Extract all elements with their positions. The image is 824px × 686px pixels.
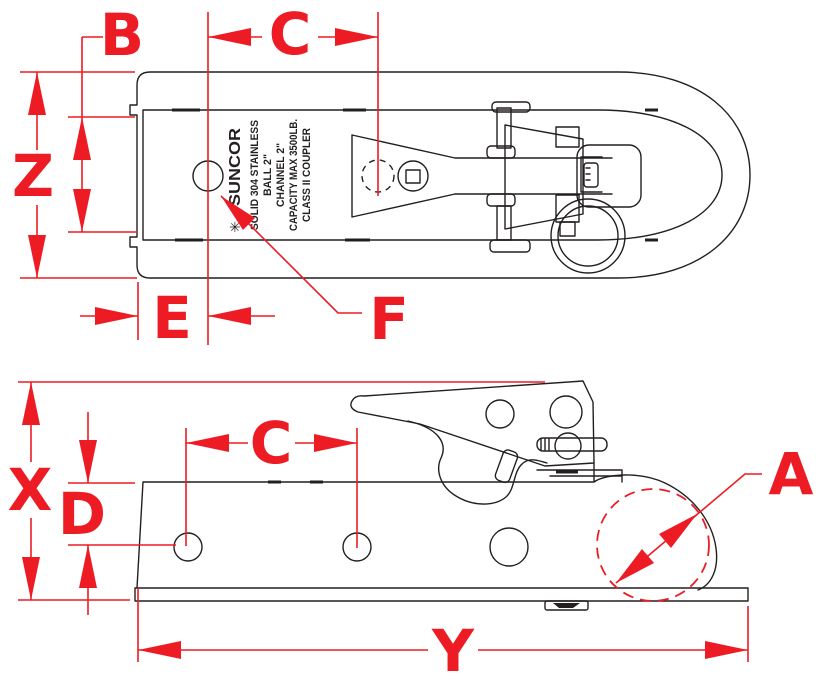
engraving-line-3: CHANNEL 2" [275,143,287,207]
side-view-hole-3 [489,527,529,567]
side-view-plate-tab-detail [553,603,580,608]
arrowhead [138,641,181,659]
arrowhead [335,28,378,46]
dimension-c-side: C [185,409,358,548]
side-view-handle-hole-3 [554,432,582,460]
dim-label-c-top: C [269,0,312,68]
arrowhead [186,434,229,452]
arrowhead [616,549,654,583]
suncor-star-logo: ✳ [227,221,243,233]
arrowhead [73,117,91,160]
arrowhead [208,28,251,46]
top-view-clamp-body [504,124,584,230]
side-view-channel [136,481,594,589]
dim-label-a: A [769,440,814,508]
dim-label-x: X [8,456,53,524]
top-view-latch-slot [583,162,599,188]
arrowhead [22,382,40,425]
engraved-text: ✳ SUNCOR SOLID 304 STAINLESS BALL 2" CHA… [227,119,313,233]
arrowhead [659,514,697,548]
dim-label-c-side: C [250,409,293,477]
arrowhead [28,235,46,278]
dimension-c-top: C [207,0,379,345]
dimension-z: Z [12,71,137,279]
top-view-latch-bracket [580,156,603,193]
arrowhead [28,72,46,115]
top-view-drawing: ✳ SUNCOR SOLID 304 STAINLESS BALL 2" CHA… [129,71,751,279]
side-view-safety-pin [494,449,519,484]
top-view-latch-ticks [585,167,591,181]
side-view-trigger [407,420,548,505]
top-view-latch-pin [555,126,580,237]
dimension-e: E [80,282,275,352]
top-view-hatch-marks [172,108,658,242]
engraving-line-1: SOLID 304 STAINLESS [249,120,261,230]
top-view-inner-lines [142,109,723,241]
top-view-pull-ring [550,198,626,274]
brand-name: SUNCOR [227,128,244,206]
dim-label-f: F [369,285,409,353]
side-view-base-plate [134,587,749,602]
arrowhead [79,545,97,588]
side-view-handle-hole-1 [485,399,515,429]
arrowhead [705,641,748,659]
dimension-x: X [8,381,545,601]
top-view-latch-plate [576,144,642,208]
side-view-hole-1 [173,532,203,562]
arrowhead [73,189,91,232]
top-view-slot [405,169,421,184]
arrowhead [208,307,251,325]
dimension-a: A [596,440,814,602]
side-view-plate-tab [544,600,589,611]
dimension-d: D [58,412,176,615]
arrowhead [314,434,357,452]
side-view-handle-hole-2 [549,395,583,429]
side-view-ball-housing [593,474,718,591]
side-view-latch-pin [536,437,608,452]
ball-diameter-circle [596,488,710,602]
top-view-slot-hole [397,160,429,192]
dim-label-y: Y [431,617,475,685]
engraving-line-4: CAPACITY MAX 3500LB. [288,119,300,231]
engraving-line-5: CLASS II COUPLER [301,128,313,222]
side-view-latch-pin-knurl [540,438,550,451]
arrowhead [22,557,40,600]
arrowhead [95,307,138,325]
dim-label-z: Z [12,142,54,210]
top-view-wedge [351,134,613,218]
side-view-mount-bar [536,462,623,483]
engraving-line-2: BALL 2" [262,154,274,196]
dimension-y: Y [137,588,749,685]
dimension-b: B [68,1,144,233]
arrowhead [79,440,97,483]
dim-label-d: D [58,480,106,548]
top-view-cross-pin [486,101,531,253]
dimension-f: F [220,195,409,353]
arrowhead [221,196,255,230]
top-view-outer-outline [129,71,751,279]
side-view-drawing [134,380,749,611]
dim-label-b: B [100,1,144,69]
dim-label-e: E [152,284,192,352]
